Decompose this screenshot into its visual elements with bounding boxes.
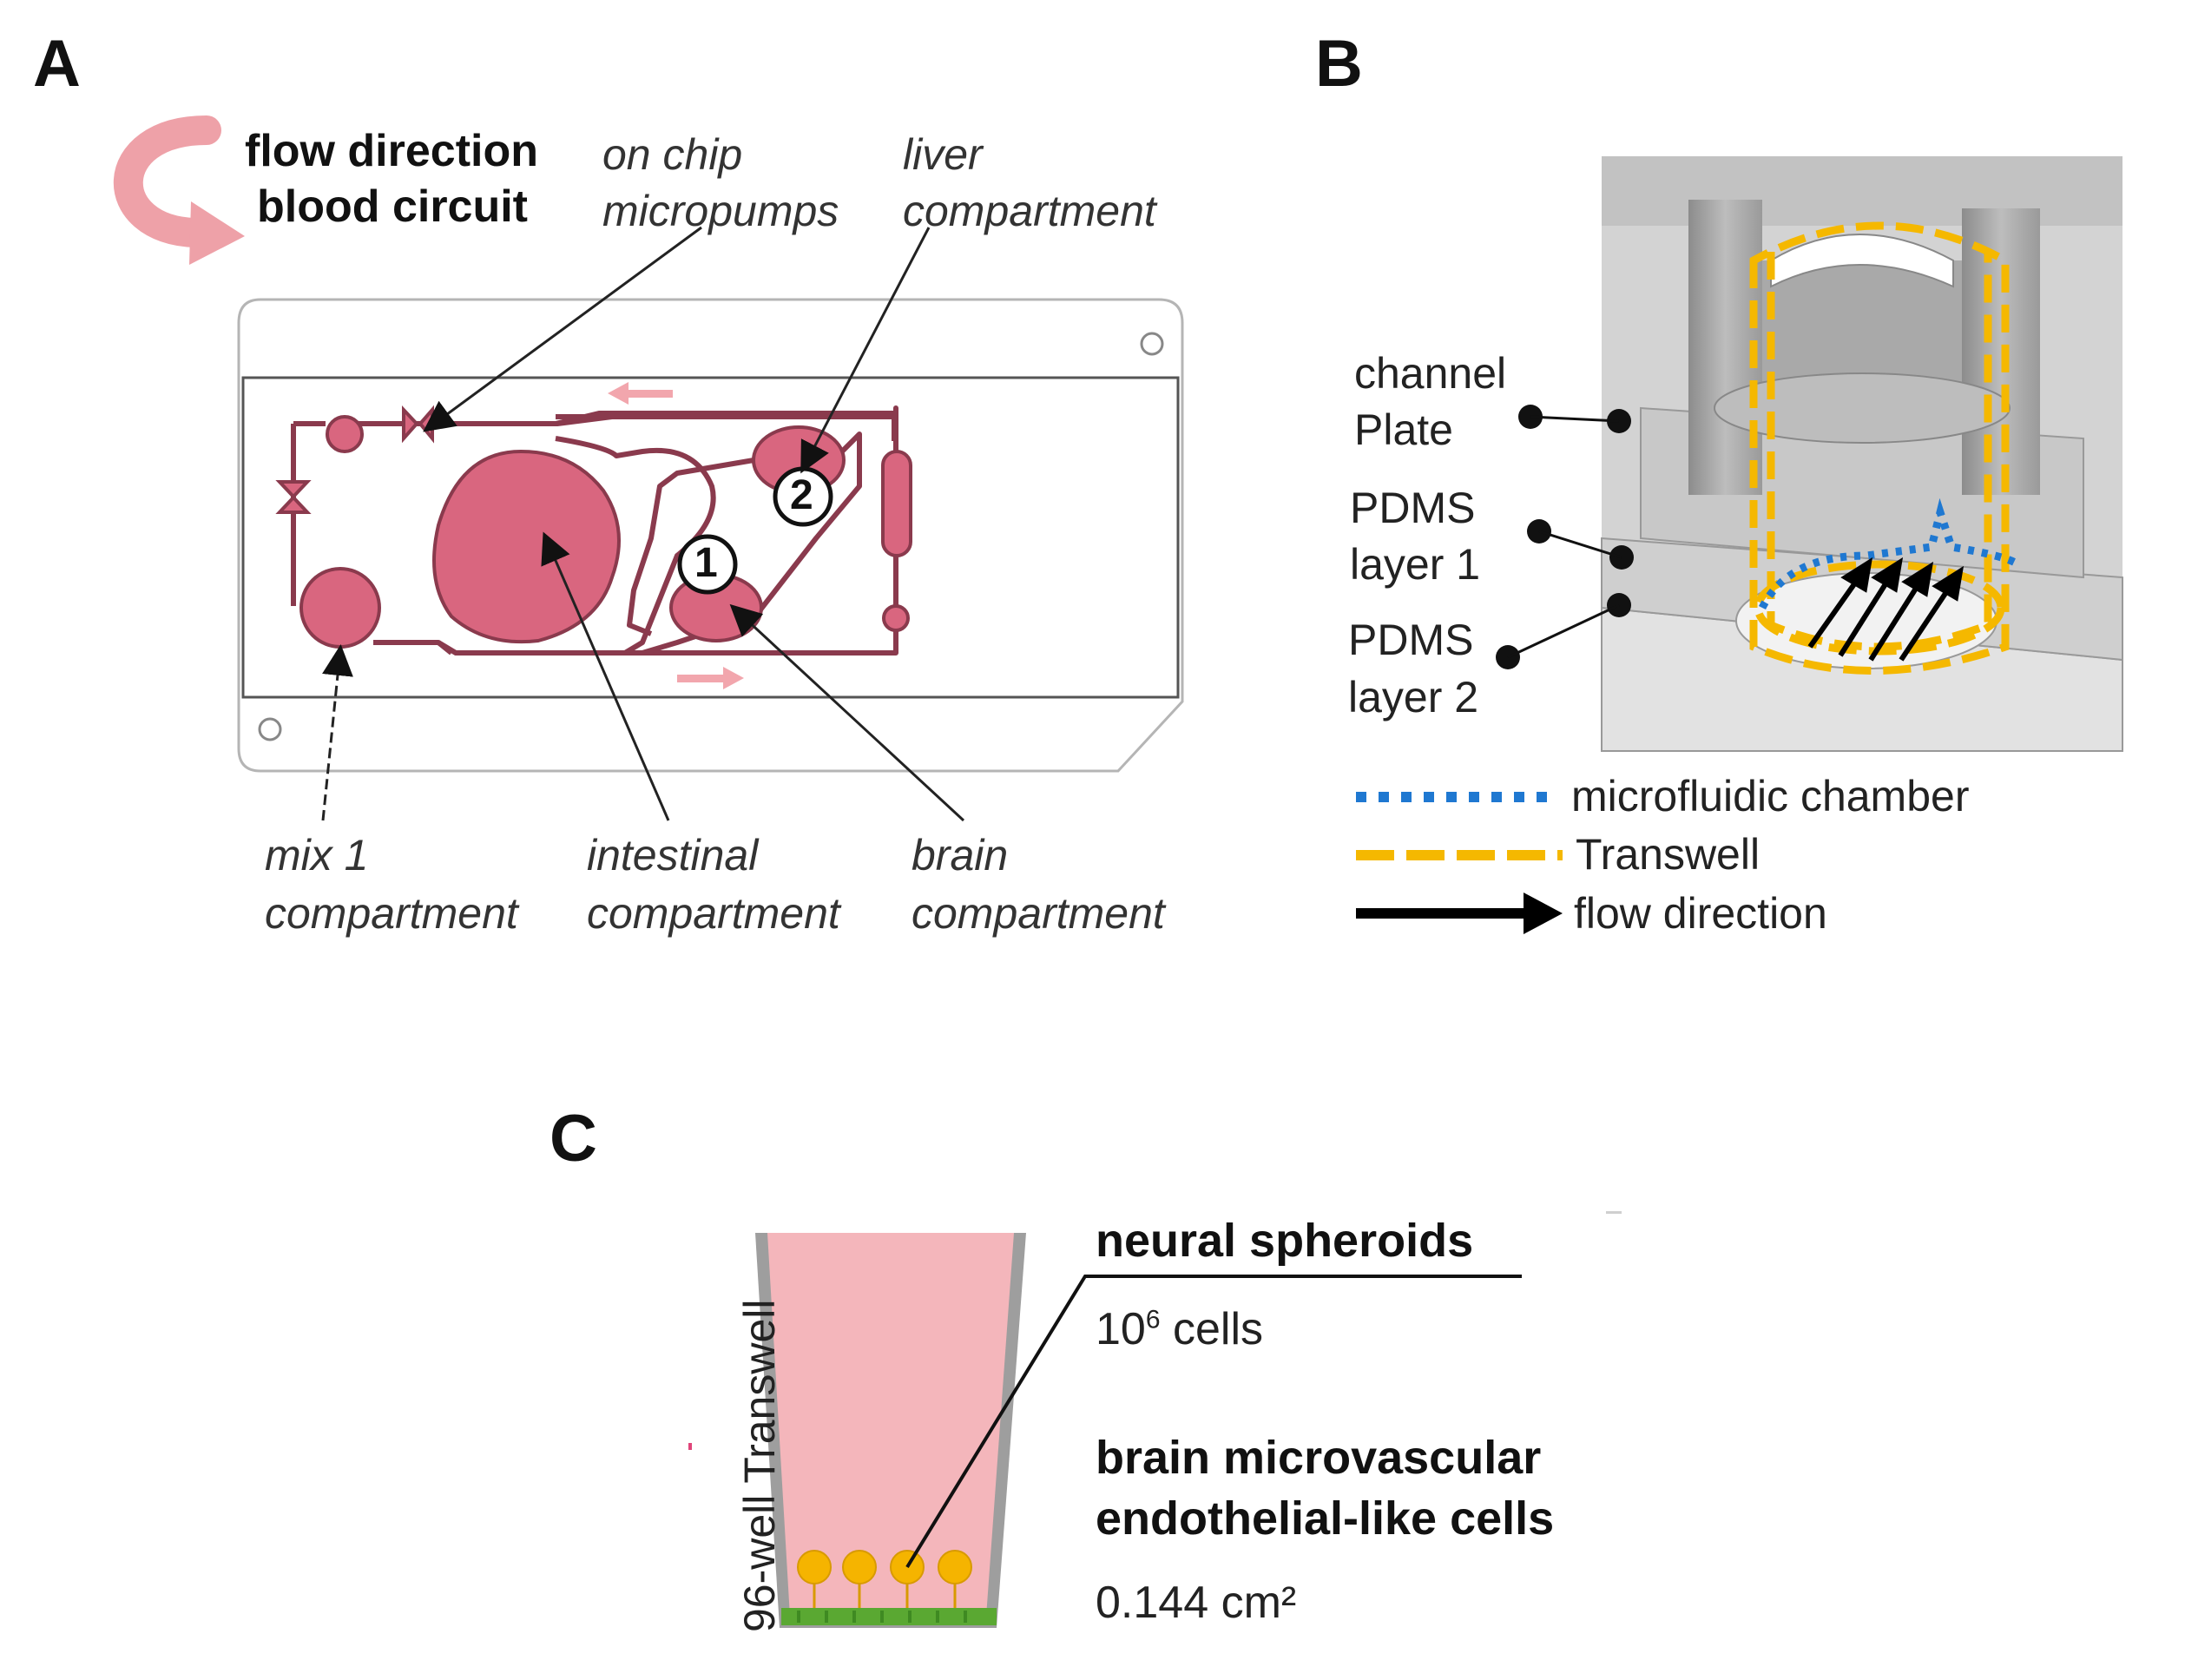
flow-direction-label: flow direction [245, 126, 538, 176]
legend-arrow-head [1524, 893, 1563, 934]
leader-brain [729, 603, 965, 822]
chamber-flow-arrow-4-head [1932, 565, 1965, 602]
legend-flow-direction: flow direction [1574, 889, 1827, 938]
chip-flow-arrow-top-head [608, 382, 629, 405]
leader-mix [321, 644, 353, 821]
chip-flow-arrow-bottom-body [677, 675, 725, 682]
panel-letter-a: A [33, 27, 81, 101]
endothelial-cell-5 [908, 1611, 912, 1623]
pdms-1-label-line2: layer 1 [1350, 540, 1481, 589]
cell-count-exponent: 6 [1145, 1305, 1161, 1334]
side-reservoir [881, 450, 912, 557]
cell-count-base: 10 [1096, 1304, 1146, 1354]
panel-letter-b: B [1315, 27, 1363, 101]
chip-flow-arrow-top-body [625, 390, 673, 398]
chamber-flow-arrow-4 [1899, 580, 1956, 662]
stray-mark-right [1606, 1211, 1622, 1214]
screw-hole-top-right [1140, 332, 1164, 356]
screw-hole-bottom-left [258, 717, 282, 741]
neural-spheroids-title: neural spheroids [1096, 1215, 1474, 1267]
channel-liver-to-brain [627, 456, 765, 636]
pdms-1-leader [1538, 530, 1622, 559]
leader-micropumps [423, 226, 702, 432]
liver-label-line1: liver [903, 130, 983, 179]
chip-flow-arrow-bottom-head [723, 667, 744, 689]
cell-count: 106 cells [1096, 1307, 1263, 1352]
mix-label-line2: compartment [265, 889, 518, 938]
spheroid-4 [938, 1550, 972, 1584]
micropumps-label-line1: on chip [602, 130, 743, 179]
chamber-flow-arrow-1 [1807, 571, 1865, 649]
cylinder-right-wall [1962, 208, 2040, 495]
marker-circle-1 [677, 534, 738, 595]
endothelial-title-line2: endothelial-like cells [1096, 1492, 1555, 1545]
pdms-2-leader [1507, 603, 1620, 659]
transwell-outline-outer [1749, 221, 2010, 675]
endothelial-layer [781, 1608, 997, 1625]
small-bulb-right [882, 604, 910, 632]
endothelial-cell-4 [880, 1611, 884, 1623]
brain-label-line1: brain [912, 831, 1009, 880]
legend-transwell: Transwell [1576, 830, 1761, 879]
mix-label-line1: mix 1 [265, 831, 369, 880]
liver-label-line2: compartment [903, 187, 1156, 235]
brain-label-line2: compartment [912, 889, 1165, 938]
channel-plate-label-line2: Plate [1354, 405, 1453, 454]
cylinder-rim [1714, 372, 2011, 444]
endothelial-cell-1 [797, 1611, 800, 1623]
chamber-flow-arrow-2 [1838, 571, 1895, 657]
intestinal-compartment [432, 449, 621, 644]
pdms-1-label-line1: PDMS [1350, 484, 1476, 532]
channel-plate-leader [1530, 415, 1620, 423]
pdms-2-label-line1: PDMS [1348, 616, 1474, 664]
intestinal-label-line1: intestinal [587, 831, 759, 880]
endothelial-cell-3 [852, 1611, 856, 1623]
cylinder-opening [1770, 234, 1954, 288]
chamber-flow-arrow-3-head [1901, 561, 1934, 597]
pdms-2-label-line2: layer 2 [1348, 673, 1479, 721]
marker-2-label: 2 [790, 472, 813, 518]
chip-outline [237, 298, 1184, 773]
endothelial-title-line1: brain microvascular [1096, 1432, 1542, 1484]
endothelial-cell-7 [964, 1611, 967, 1623]
transwell-bottom-ellipse [1754, 560, 2005, 656]
intestinal-label-line2: compartment [587, 889, 840, 938]
stray-mark-left [688, 1443, 692, 1450]
transwell-medium [767, 1233, 1014, 1617]
spheroid-2 [842, 1550, 877, 1584]
leader-liver [800, 227, 931, 474]
chip-inner-plate [241, 376, 1180, 699]
chamber-flow-arrow-1-head [1840, 557, 1873, 593]
blood-circuit-label: blood circuit [257, 181, 528, 232]
spheroid-1 [797, 1550, 832, 1584]
panel-letter-c: C [550, 1102, 597, 1176]
marker-1-label: 1 [694, 540, 718, 586]
micropumps-label-line2: micropumps [602, 187, 839, 235]
transwell-vertical-label: 96-well Transwell [735, 1299, 784, 1632]
membrane-area: 0.144 cm² [1096, 1578, 1297, 1628]
channel-plate-label-line1: channel [1354, 349, 1507, 398]
flow-direction-arrowhead [189, 201, 245, 265]
leader-intestinal [541, 531, 670, 821]
pump-bulb-top [326, 415, 364, 453]
flow-direction-curved-arrow [113, 115, 221, 247]
endothelial-cell-2 [825, 1611, 828, 1623]
chamber-flow-arrow-2-head [1871, 557, 1904, 593]
channel-lower-link [437, 640, 573, 656]
cell-count-unit: cells [1160, 1304, 1264, 1354]
legend-microfluidic-chamber: microfluidic chamber [1571, 772, 1970, 820]
valve-left [275, 480, 312, 514]
microfluidic-chamber-outline [1758, 497, 2021, 610]
endothelial-cell-6 [936, 1611, 939, 1623]
spheroids-leader-line [905, 1275, 1522, 1569]
chamber-flow-arrow-3 [1868, 576, 1925, 662]
